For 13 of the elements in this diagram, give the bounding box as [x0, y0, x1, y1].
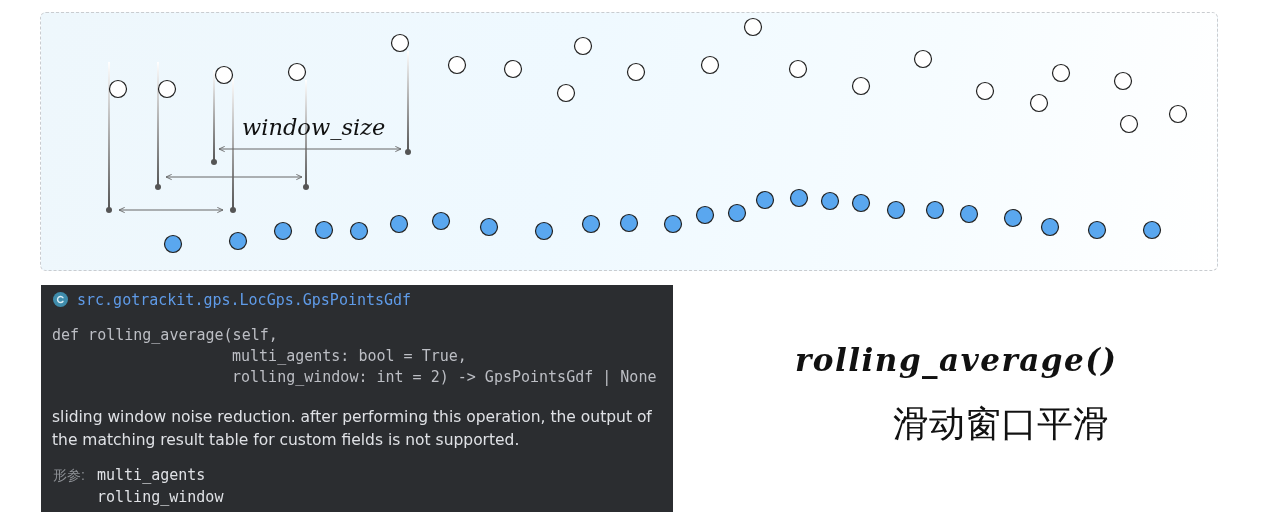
- window-size-label: window_size: [242, 113, 386, 142]
- chinese-subtitle: 滑动窗口平滑: [893, 402, 1109, 446]
- code-line: rolling_window: int = 2) -> GpsPointsGdf | None: [232, 368, 657, 386]
- description-text: sliding window noise reduction. after performing this operation, the output of the matching result table for custom fields is not supported.: [52, 407, 653, 451]
- code-line: multi_agents: bool = True,: [232, 347, 467, 365]
- param-name: multi_agents: [97, 466, 206, 484]
- code-line: def rolling_average(self,: [52, 326, 278, 344]
- params-label: 形参:: [53, 466, 85, 485]
- illustration-panel: [40, 12, 1218, 271]
- code-doc-panel: [41, 285, 673, 512]
- function-name-heading: rolling_average(): [795, 341, 1118, 380]
- param-name: rolling_window: [97, 488, 224, 506]
- class-path-text: src.gotrackit.gps.LocGps.GpsPointsGdf: [77, 291, 412, 309]
